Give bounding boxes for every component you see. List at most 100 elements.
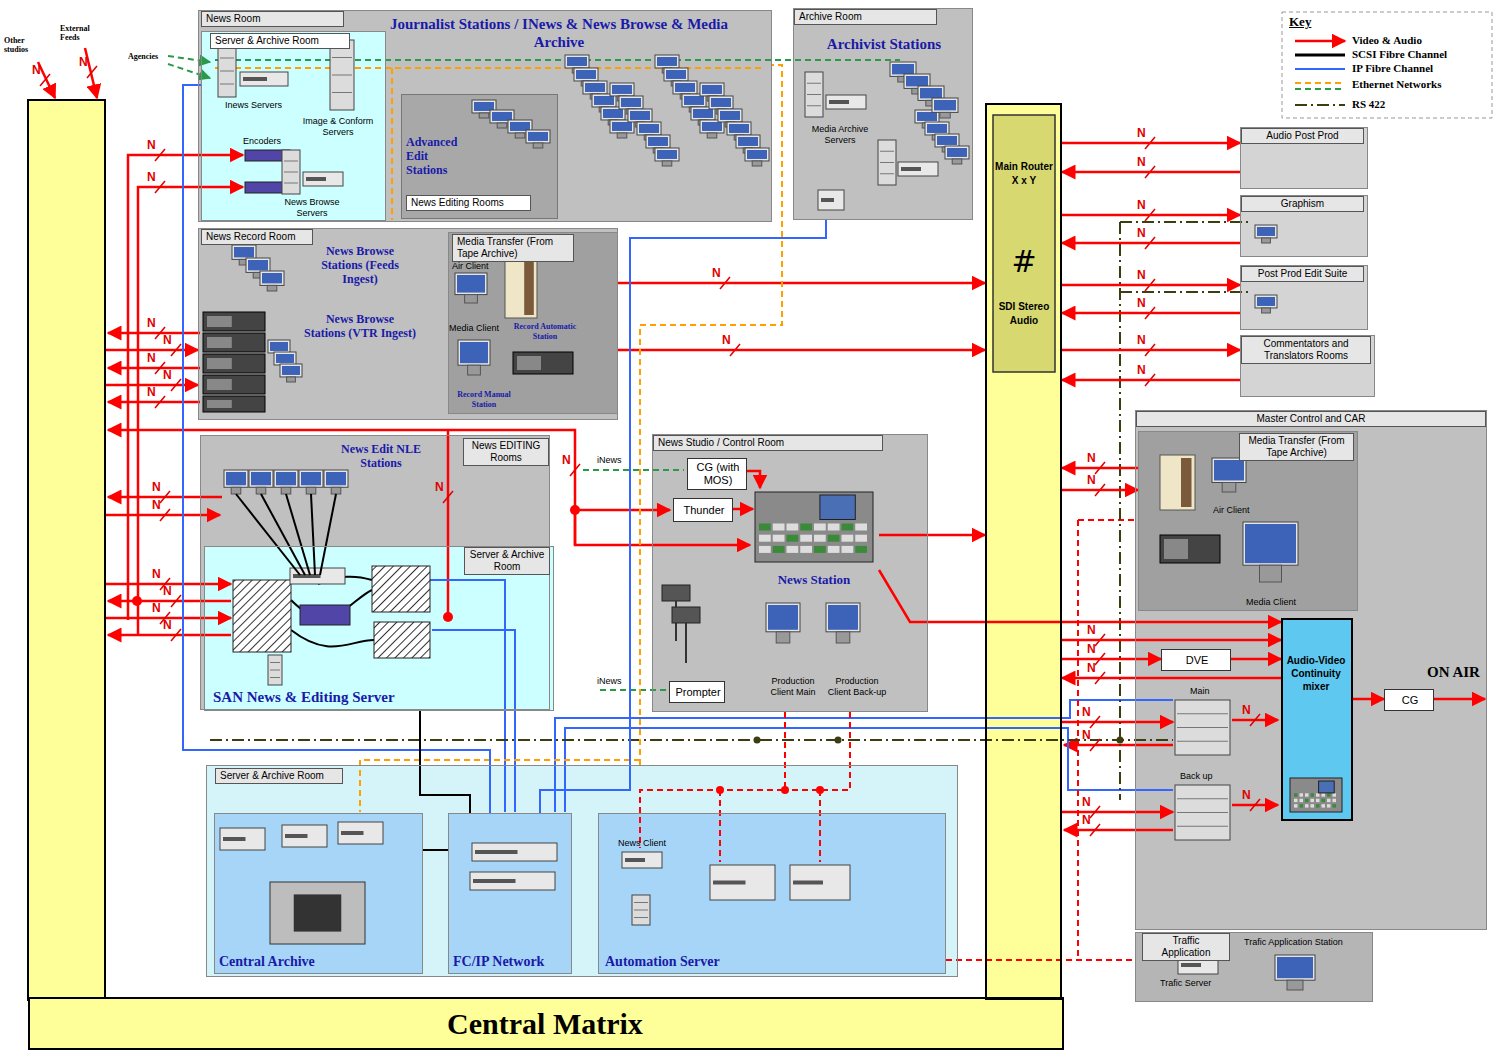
screen (934, 100, 956, 110)
bay-line (807, 105, 821, 106)
channel-count: N (147, 171, 156, 184)
rack-unit (303, 172, 343, 186)
channel-count: N (147, 139, 156, 152)
stand (836, 632, 850, 643)
node-label: Main Router X x Y (993, 160, 1055, 188)
video-wire (106, 349, 198, 352)
tape-library (270, 882, 365, 944)
rack-unit (240, 72, 288, 86)
channel-slash (1090, 824, 1100, 836)
channel-count: N (1082, 796, 1091, 809)
room-tab: News Studio / Control Room (653, 435, 883, 451)
channel-slash (443, 491, 453, 503)
pc-icon (766, 603, 800, 643)
channel-slash (171, 344, 181, 356)
vtr-deck (1160, 535, 1220, 563)
part-label: Production Client Back-up (824, 676, 890, 698)
signal-connector (1231, 658, 1281, 661)
signal-connector (879, 570, 1281, 622)
signal-connector (640, 65, 782, 765)
node-fill (598, 813, 946, 974)
scsi-cable (286, 494, 310, 575)
channel-slash (570, 464, 580, 476)
pur-icon (300, 605, 350, 625)
legend-sample (1295, 104, 1345, 106)
pc-icon (1243, 522, 1298, 582)
screen (567, 57, 587, 66)
legend-sample (1295, 68, 1345, 70)
signal-connector (420, 711, 470, 813)
vtr-deck (513, 352, 573, 374)
stand (497, 123, 507, 128)
fader (814, 546, 826, 553)
rack-icon (898, 162, 938, 176)
node-fill (793, 8, 973, 220)
channel-slash (155, 149, 165, 161)
node-fill (1138, 431, 1358, 611)
part-label: Main (1190, 686, 1230, 697)
part-label: News Browse Servers (272, 197, 352, 219)
pc-icon (610, 120, 634, 138)
pc-icon (526, 130, 550, 148)
tape-slot (207, 316, 232, 327)
room-box: Commentators and Translators Rooms (1240, 335, 1375, 397)
pc-icon (260, 271, 284, 291)
node-fill (1135, 410, 1487, 930)
node-fill (448, 232, 618, 414)
monitor (826, 603, 860, 632)
rack-icon (818, 190, 844, 210)
server-case (282, 150, 300, 194)
legend-sample (1295, 82, 1345, 84)
channel-count: N (1137, 364, 1146, 377)
node-fill (198, 10, 772, 222)
node-fill (1240, 265, 1368, 330)
legend-sample (1295, 88, 1345, 90)
vtr-icon (1160, 535, 1220, 563)
signal-connector (540, 220, 826, 813)
channel-count: N (1082, 706, 1091, 719)
signal-connector (1062, 214, 1240, 217)
legend-entry: Video & Audio (1352, 34, 1490, 47)
matrix-pillar (28, 100, 105, 1000)
screen (747, 150, 767, 159)
san-server (374, 622, 430, 658)
monitor (628, 109, 652, 122)
monitor (280, 364, 302, 377)
pc-icon (280, 364, 302, 382)
signal-connector (618, 349, 985, 352)
node-fill (448, 813, 572, 974)
screen (460, 342, 488, 363)
srv-icon (805, 72, 823, 117)
junction-dot (716, 786, 724, 794)
fader (1300, 799, 1304, 802)
cabinet-door (524, 261, 534, 315)
stand (287, 377, 296, 382)
rack-unit (472, 843, 557, 861)
channel-count: N (1137, 297, 1146, 310)
screen (684, 96, 704, 105)
signal-connector (1062, 379, 1240, 382)
stand (267, 285, 277, 291)
bay-line (220, 71, 234, 72)
fader (759, 524, 771, 531)
rack-icon (220, 828, 265, 850)
stand (306, 487, 316, 494)
part-label: News Browse Stations (VTR Ingest) (304, 312, 416, 340)
channel-slash (171, 595, 181, 607)
pc-icon (458, 340, 490, 375)
screen (226, 472, 246, 485)
screen (828, 605, 858, 630)
stand (662, 161, 672, 166)
router-pillar: Main Router X x Y#SDI Stereo Audio (985, 103, 1062, 1000)
fader (1305, 799, 1309, 802)
node-label: News Station (753, 572, 875, 587)
slot (821, 198, 834, 202)
san-server (372, 566, 430, 612)
bay-line (634, 902, 648, 903)
hat-icon (374, 622, 430, 658)
screen (457, 275, 485, 293)
fader (1333, 793, 1337, 796)
node-fill (1384, 689, 1434, 711)
channel-slash (40, 74, 50, 86)
